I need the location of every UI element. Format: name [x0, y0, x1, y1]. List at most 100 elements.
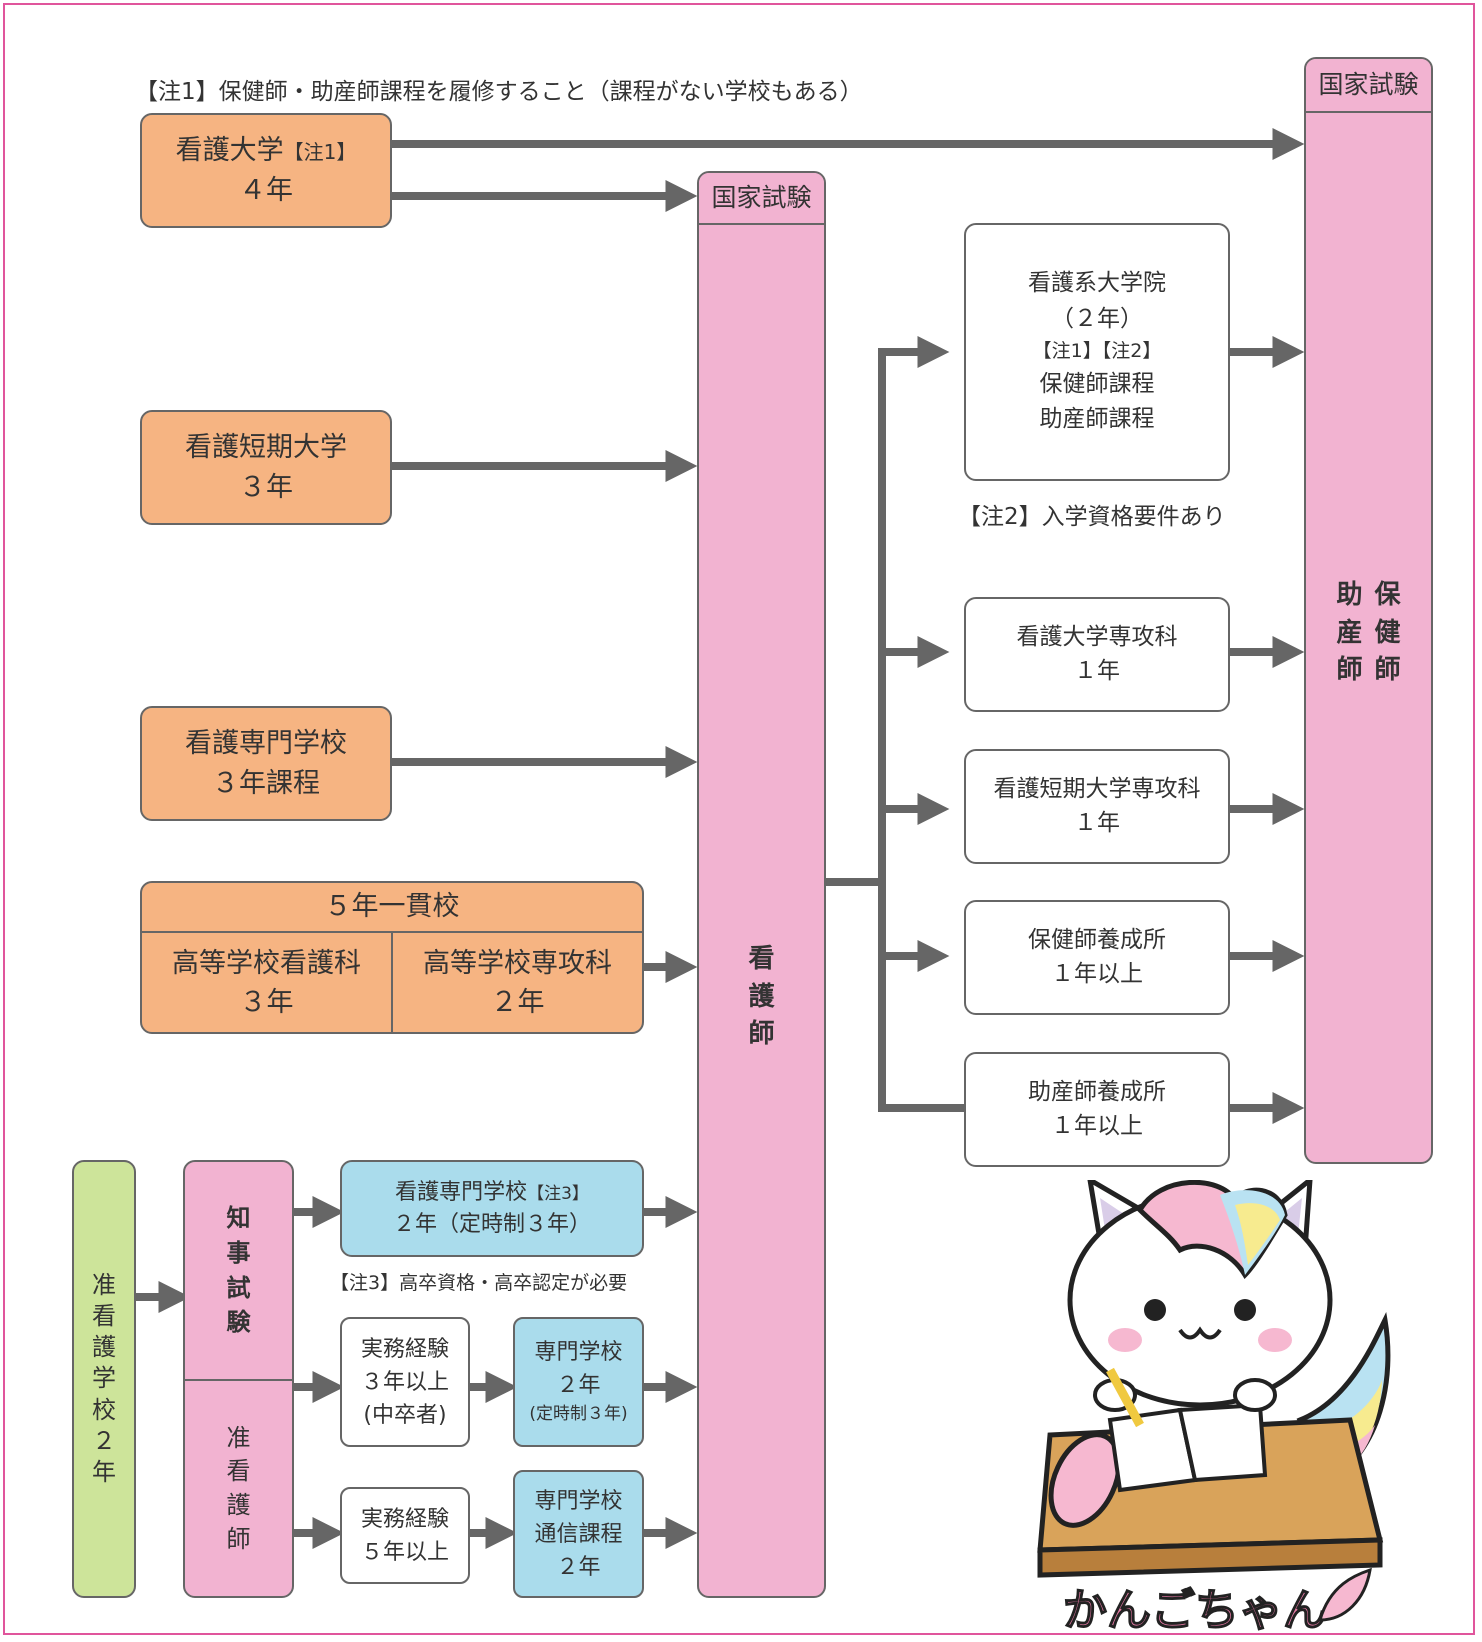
note-2: 【注2】入学資格要件あり [958, 504, 1226, 530]
assoc-school-char-4: 学 [92, 1364, 116, 1393]
governor-exam-char-1: 知 [226, 1203, 251, 1232]
nurse-char-2: 護 [748, 981, 775, 1012]
high-school-nursing-course-name: 高等学校看護科 [172, 947, 361, 979]
nursing-vocational-2yr-years: ２年（定時制３年） [392, 1211, 591, 1237]
nurse-column: 国家試験 看 護 師 [697, 171, 826, 1598]
graduate-school-phn-course: 保健師課程 [1039, 370, 1155, 397]
graduate-school-note-tags: 【注1】【注2】 [1032, 340, 1162, 363]
note-1: 【注1】保健師・助産師課程を履修すること（課程がない学校もある） [135, 79, 863, 105]
public-health-nurse-school-box: 保健師養成所 １年以上 [964, 900, 1230, 1015]
midwife-school-name: 助産師養成所 [1028, 1079, 1166, 1106]
work-experience-3yr-note: (中卒者) [363, 1402, 447, 1428]
nursing-university-box: 看護大学【注1】 ４年 [140, 113, 392, 228]
governor-exam-char-3: 試 [226, 1273, 251, 1302]
phn-char-3: 師 [1374, 655, 1401, 686]
univ-advanced-course-name: 看護大学専攻科 [1016, 624, 1178, 651]
assoc-nurse-char-3: 護 [226, 1491, 251, 1519]
midwife-char-1: 助 [1336, 580, 1363, 610]
note-3: 【注3】高卒資格・高卒認定が必要 [330, 1272, 628, 1294]
assoc-nurse-char-4: 師 [226, 1524, 251, 1553]
midwife-label: 助 産 師 [1336, 577, 1362, 690]
junior-advanced-course-name: 看護短期大学専攻科 [993, 776, 1201, 803]
assoc-nursing-school-box: 准 看 護 学 校 ２ 年 [72, 1160, 136, 1598]
assoc-nurse-char-2: 看 [226, 1457, 251, 1486]
five-year-integrated-box: ５年一貫校 高等学校看護科 ３年 高等学校専攻科 ２年 [140, 881, 644, 1034]
page-frame [3, 3, 1475, 1635]
assoc-school-char-7: 年 [92, 1457, 116, 1486]
assoc-school-char-1: 准 [92, 1270, 116, 1299]
phn-midwife-label: 保 健 師 助 産 師 [1336, 577, 1400, 690]
high-school-nursing-course-years: ３年 [239, 987, 294, 1018]
graduate-school-midwife-course: 助産師課程 [1039, 406, 1155, 433]
graduate-school-name: 看護系大学院 [1028, 270, 1166, 296]
nursing-vocational-2yr-name: 看護専門学校 [395, 1179, 528, 1205]
phn-char-1: 保 [1374, 580, 1401, 610]
phn-char-2: 健 [1374, 617, 1401, 648]
nursing-vocational-school-years: ３年課程 [212, 767, 320, 799]
work-experience-5yr-label: 実務経験 [360, 1506, 449, 1532]
vocational-school-2yr-name: 専門学校 [534, 1340, 623, 1366]
work-experience-3yr-box: 実務経験 ３年以上 (中卒者) [340, 1317, 470, 1447]
univ-advanced-course-box: 看護大学専攻科 １年 [964, 597, 1230, 712]
assoc-nurse-section: 准 看 護 師 [185, 1381, 292, 1596]
nurse-char-3: 師 [748, 1019, 775, 1050]
nursing-university-name: 看護大学 [175, 135, 284, 167]
vocational-school-2yr-years: ２年 [556, 1373, 601, 1399]
midwife-char-2: 産 [1336, 617, 1363, 648]
vocational-correspondence-name: 専門学校 [534, 1488, 623, 1514]
vocational-school-2yr-note: (定時制３年) [529, 1404, 628, 1425]
work-experience-3yr-years: ３年以上 [360, 1369, 449, 1395]
midwife-char-3: 師 [1336, 655, 1363, 686]
governor-exam-char-4: 験 [226, 1308, 251, 1337]
governor-exam-section: 知 事 試 験 [185, 1162, 292, 1381]
graduate-school-years: （２年） [1051, 305, 1143, 332]
phn-national-exam-label: 国家試験 [1306, 59, 1431, 113]
vocational-correspondence-box: 専門学校 通信課程 ２年 [513, 1470, 644, 1598]
assoc-school-char-5: 校 [92, 1395, 116, 1424]
assoc-school-char-6: ２ [92, 1426, 116, 1455]
assoc-school-char-3: 護 [92, 1333, 116, 1362]
junior-advanced-course-box: 看護短期大学専攻科 １年 [964, 749, 1230, 864]
five-year-title: ５年一貫校 [142, 883, 642, 933]
nursing-vocational-school-name: 看護専門学校 [185, 728, 347, 760]
governor-exam-assoc-nurse-box: 知 事 試 験 准 看 護 師 [183, 1160, 294, 1598]
nurse-label: 看 護 師 [748, 941, 774, 1054]
nursing-university-years: ４年 [239, 174, 293, 206]
midwife-school-years: １年以上 [1051, 1112, 1143, 1139]
governor-exam-char-2: 事 [226, 1238, 251, 1267]
nursing-vocational-school-box: 看護専門学校 ３年課程 [140, 706, 392, 821]
nursing-vocational-2yr-note-tag: 【注3】 [527, 1183, 589, 1204]
public-health-nurse-school-name: 保健師養成所 [1028, 927, 1166, 954]
governor-exam-label: 知 事 試 験 [227, 1201, 251, 1340]
phn-midwife-column: 国家試験 保 健 師 助 産 師 [1304, 57, 1433, 1164]
junior-advanced-course-years: １年 [1074, 809, 1120, 836]
high-school-advanced-course: 高等学校専攻科 ２年 [393, 933, 642, 1032]
mascot-illustration: かんごちゃん [1037, 1180, 1391, 1635]
mascot-logo-leaf [1318, 1567, 1372, 1622]
nursing-junior-college-years: ３年 [239, 471, 293, 503]
assoc-school-char-2: 看 [92, 1302, 116, 1331]
assoc-nurse-label: 准 看 護 師 [227, 1422, 251, 1556]
vocational-correspondence-course: 通信課程 [534, 1521, 623, 1547]
nursing-vocational-2yr-box: 看護専門学校【注3】 ２年（定時制３年） [340, 1160, 644, 1257]
high-school-nursing-course: 高等学校看護科 ３年 [142, 933, 393, 1032]
midwife-school-box: 助産師養成所 １年以上 [964, 1052, 1230, 1167]
nursing-junior-college-box: 看護短期大学 ３年 [140, 410, 392, 525]
high-school-advanced-course-name: 高等学校専攻科 [423, 947, 612, 979]
mascot-logo-text: かんごちゃん [1063, 1585, 1327, 1635]
public-health-nurse-school-years: １年以上 [1051, 960, 1143, 987]
nursing-junior-college-name: 看護短期大学 [185, 432, 347, 464]
assoc-nursing-school-label: 准 看 護 学 校 ２ 年 [92, 1270, 116, 1488]
vocational-school-2yr-box: 専門学校 ２年 (定時制３年) [513, 1317, 644, 1447]
public-health-nurse-label: 保 健 師 [1375, 577, 1401, 690]
nursing-university-note-tag: 【注1】 [283, 140, 357, 165]
assoc-nurse-char-1: 准 [226, 1423, 251, 1452]
high-school-advanced-course-years: ２年 [490, 987, 545, 1018]
work-experience-5yr-box: 実務経験 ５年以上 [340, 1487, 470, 1584]
work-experience-5yr-years: ５年以上 [360, 1539, 449, 1565]
nurse-national-exam-label: 国家試験 [699, 173, 824, 225]
vocational-correspondence-years: ２年 [556, 1554, 601, 1580]
univ-advanced-course-years: １年 [1074, 657, 1120, 684]
nurse-char-1: 看 [748, 944, 775, 974]
